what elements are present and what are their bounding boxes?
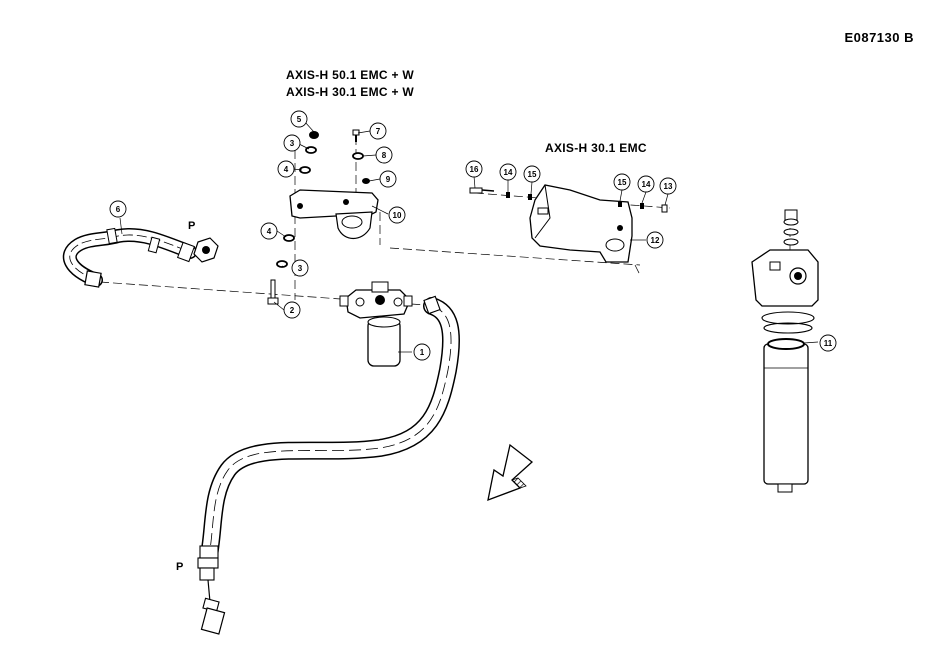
callout-5: 5 xyxy=(291,111,307,127)
svg-text:10: 10 xyxy=(393,211,402,220)
svg-text:14: 14 xyxy=(504,168,513,177)
callout-9: 9 xyxy=(380,171,396,187)
svg-text:13: 13 xyxy=(664,182,673,191)
callout-7: 7 xyxy=(370,123,386,139)
filter-assembly-1 xyxy=(340,282,412,366)
variant-label-axis-h-30: AXIS-H 30.1 EMC xyxy=(545,141,647,155)
svg-text:15: 15 xyxy=(618,178,627,187)
hose-lower xyxy=(198,296,451,634)
variant-label-axis-h-50: AXIS-H 50.1 EMC + W xyxy=(286,68,414,82)
svg-text:2: 2 xyxy=(290,306,295,315)
bracket-10 xyxy=(290,190,378,239)
callout-13: 13 xyxy=(660,178,676,194)
svg-text:12: 12 xyxy=(651,236,660,245)
callout-15b: 15 xyxy=(614,174,630,190)
svg-text:3: 3 xyxy=(290,139,295,148)
callout-8: 8 xyxy=(376,147,392,163)
svg-text:4: 4 xyxy=(284,165,289,174)
svg-text:5: 5 xyxy=(297,115,302,124)
svg-text:14: 14 xyxy=(642,180,651,189)
svg-text:8: 8 xyxy=(382,151,387,160)
svg-text:4: 4 xyxy=(267,227,272,236)
callout-12: 12 xyxy=(647,232,663,248)
bracket-12 xyxy=(530,185,632,262)
svg-text:6: 6 xyxy=(116,205,121,214)
svg-text:3: 3 xyxy=(298,264,303,273)
svg-text:16: 16 xyxy=(470,165,479,174)
callout-4a: 4 xyxy=(278,161,294,177)
callout-10: 10 xyxy=(389,207,405,223)
svg-text:7: 7 xyxy=(376,127,381,136)
assembly-lines xyxy=(100,136,790,306)
callout-16: 16 xyxy=(466,161,482,177)
callout-3b: 3 xyxy=(292,260,308,276)
callout-2: 2 xyxy=(284,302,300,318)
callout-14b: 14 xyxy=(638,176,654,192)
assembly-direction-arrow-icon xyxy=(488,445,532,500)
drawing-id: E087130 B xyxy=(844,30,914,45)
svg-text:1: 1 xyxy=(420,348,425,357)
callout-4b: 4 xyxy=(261,223,277,239)
svg-text:15: 15 xyxy=(528,170,537,179)
callout-11: 11 xyxy=(820,335,836,351)
leader-lines xyxy=(120,122,818,352)
callout-14a: 14 xyxy=(500,164,516,180)
callout-15a: 15 xyxy=(524,166,540,182)
variant-label-axis-h-30-w: AXIS-H 30.1 EMC + W xyxy=(286,85,414,99)
svg-text:9: 9 xyxy=(386,175,391,184)
port-label-lower: P xyxy=(176,561,183,573)
filter-element-11 xyxy=(752,210,818,492)
fasteners-7-8-9 xyxy=(353,130,370,184)
callout-1: 1 xyxy=(414,344,430,360)
callout-6: 6 xyxy=(110,201,126,217)
svg-text:11: 11 xyxy=(824,339,833,348)
bolt-2 xyxy=(268,280,278,304)
hose-6 xyxy=(70,228,218,287)
callout-3a: 3 xyxy=(284,135,300,151)
port-label-upper: P xyxy=(188,220,195,232)
callouts: 1 2 3 3 4 4 5 6 7 8 9 10 11 12 13 14 14 … xyxy=(110,111,836,360)
